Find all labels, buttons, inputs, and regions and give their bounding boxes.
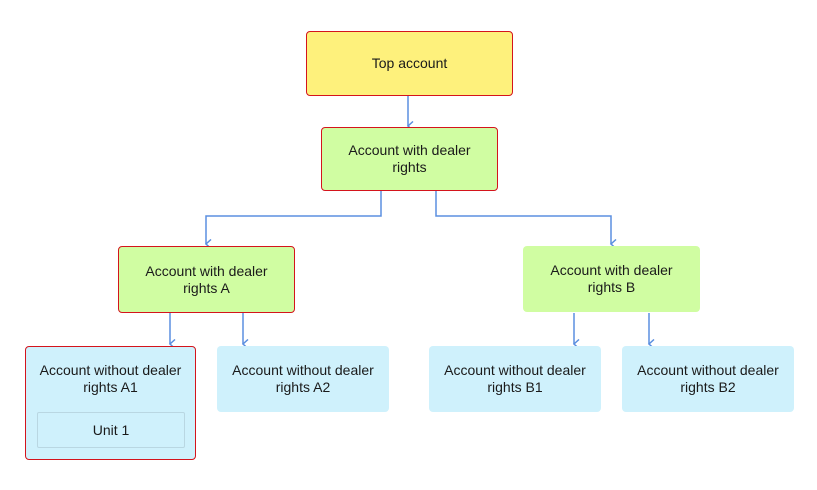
top-account-node: Top account bbox=[306, 31, 513, 96]
no-dealer-account-b1-node: Account without dealer rights B1 bbox=[429, 346, 601, 412]
no-dealer-account-a2-label: Account without dealer rights A2 bbox=[232, 362, 374, 395]
dealer-account-b-label: Account with dealer rights B bbox=[550, 262, 673, 295]
dealer-account-b-node: Account with dealer rights B bbox=[523, 246, 700, 312]
dealer-account-label: Account with dealer rights bbox=[348, 142, 471, 175]
connector-dealer-to-b bbox=[435, 191, 611, 244]
no-dealer-account-b2-node: Account without dealer rights B2 bbox=[622, 346, 794, 412]
no-dealer-account-a1-label: Account without dealer rights A1 bbox=[39, 362, 182, 395]
unit-1-label: Unit 1 bbox=[92, 421, 130, 438]
no-dealer-account-b2-label: Account without dealer rights B2 bbox=[637, 362, 779, 395]
dealer-account-node: Account with dealer rights bbox=[321, 127, 498, 191]
dealer-account-a-label: Account with dealer rights A bbox=[145, 262, 268, 296]
top-account-label: Top account bbox=[371, 55, 448, 71]
no-dealer-account-b1-label: Account without dealer rights B1 bbox=[444, 362, 586, 395]
connector-dealer-to-a bbox=[206, 191, 382, 244]
no-dealer-account-a2-node: Account without dealer rights A2 bbox=[217, 346, 389, 412]
no-dealer-account-a1-node: Account without dealer rights A1 Unit 1 bbox=[25, 346, 196, 460]
dealer-account-a-node: Account with dealer rights A bbox=[118, 246, 295, 313]
unit-1-item: Unit 1 bbox=[37, 412, 185, 448]
